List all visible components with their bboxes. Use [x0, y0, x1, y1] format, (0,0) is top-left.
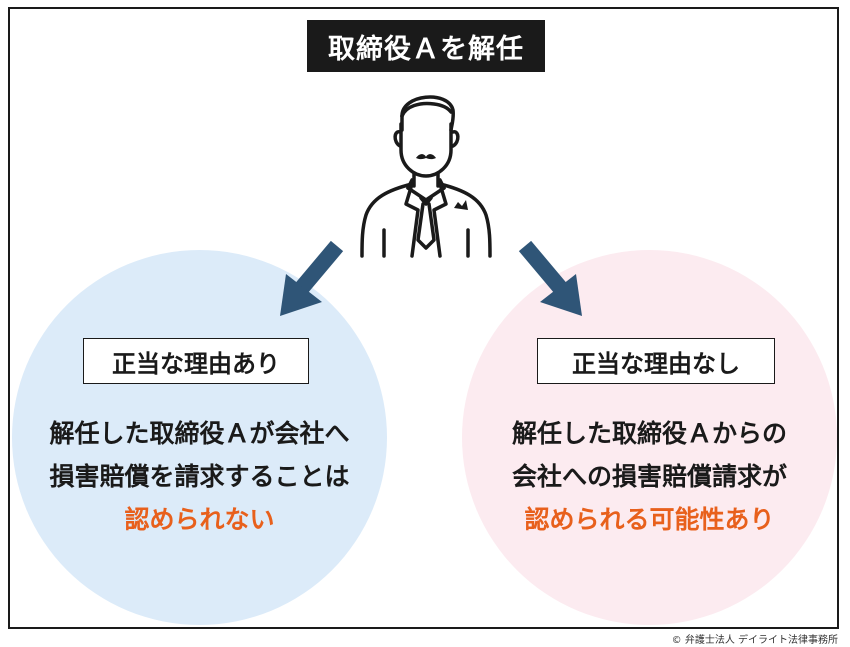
left-outcome-line2: 損害賠償を請求することは: [49, 462, 350, 491]
down-arrow-icon: [518, 240, 582, 316]
right-outcome-line2: 会社への損害賠償請求が: [511, 462, 787, 491]
businessman-icon: [360, 95, 492, 258]
right-outcome-highlight: 認められる可能性あり: [524, 505, 775, 534]
right-outcome-text: 解任した取締役Ａからの 会社への損害賠償請求が 認められる可能性あり: [462, 412, 837, 541]
left-outcome-circle: [12, 250, 387, 625]
left-condition-label: 正当な理由あり: [83, 338, 309, 384]
left-outcome-highlight: 認められない: [124, 505, 275, 534]
diagram-title: 取締役Ａを解任: [307, 20, 545, 72]
right-condition-label: 正当な理由なし: [537, 338, 775, 384]
diagram-frame: [8, 7, 839, 629]
left-outcome-line1: 解任した取締役Ａが会社へ: [49, 419, 350, 448]
left-outcome-text: 解任した取締役Ａが会社へ 損害賠償を請求することは 認められない: [12, 412, 387, 541]
right-outcome-line1: 解任した取締役Ａからの: [511, 419, 787, 448]
right-outcome-circle: [462, 250, 837, 625]
down-arrow-icon: [280, 240, 344, 316]
copyright-text: © 弁護士法人 デイライト法律事務所: [671, 635, 838, 646]
